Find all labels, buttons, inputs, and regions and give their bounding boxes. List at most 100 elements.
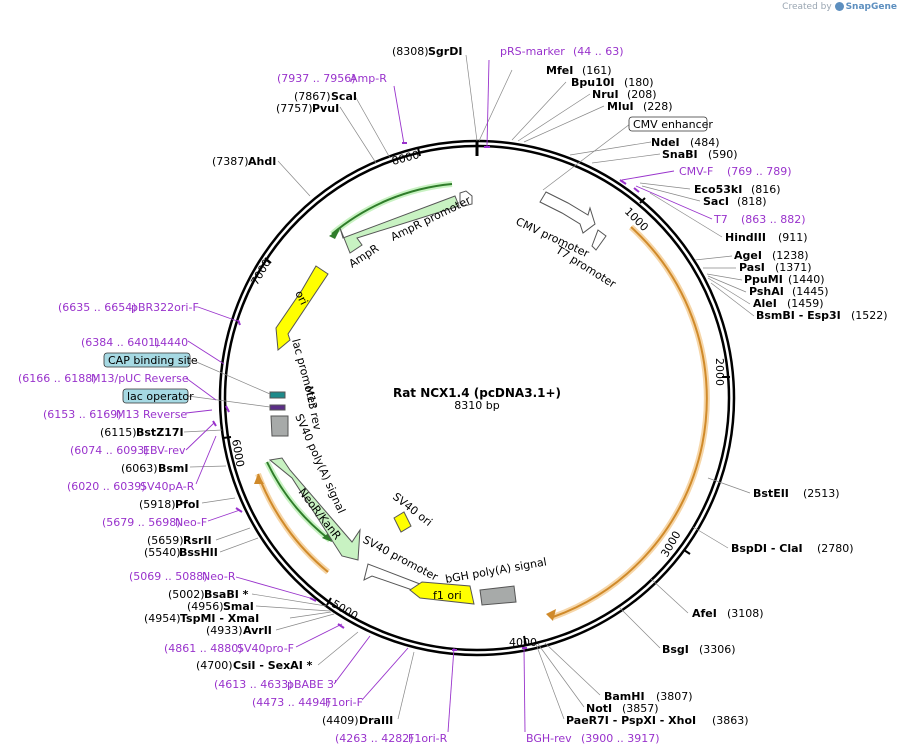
primer-name-pbabe3: pBABE 3' [287, 678, 337, 691]
leader-bgh-rev [523, 647, 526, 733]
leader-f1ori-f [361, 647, 409, 701]
enzyme-name-agei: AgeI [734, 249, 762, 262]
primer-range-l4440: (6384 .. 6401) [81, 336, 160, 349]
lac-operator-feature [269, 404, 286, 411]
enzyme-name-mlui: MluI [607, 100, 634, 113]
leader-noti [537, 643, 585, 708]
enzyme-name-sgrdi: SgrDI [428, 45, 462, 58]
enzyme-pos-bsteii: (2513) [803, 487, 840, 500]
enzyme-name-ahdi: AhdI [248, 155, 276, 168]
enzyme-name-pshai: PshAI [749, 285, 784, 298]
leader-bamhi [544, 642, 601, 696]
enzyme-pos-draiii: (4409) [322, 714, 359, 727]
leader-ahdi [277, 160, 311, 197]
leader-avrii [275, 613, 335, 631]
enzyme-name-xhoi: PaeR7I - PspXI - XhoI [566, 714, 696, 727]
cap-binding-site-box [103, 352, 191, 368]
plasmid-size: 8310 bp [454, 399, 499, 412]
primer-name-amp-r: Amp-R [350, 72, 387, 85]
enzyme-pos-ahdi: (7387) [212, 155, 249, 168]
enzyme-name-nrui: NruI [592, 88, 619, 101]
primer-mark-ebv-rev [212, 420, 217, 427]
enzyme-name-bamhi: BamHI [604, 690, 645, 703]
primer-range-m13puc-reverse: (6166 .. 6188) [18, 372, 97, 385]
enzyme-pos-pvui: (7757) [276, 102, 313, 115]
leader-bsshii [219, 537, 259, 553]
snapgene-credit: Created by SnapGene [782, 2, 897, 12]
enzyme-pos-avrii: (4933) [206, 624, 243, 637]
orf-arc-ampr-arrowhead [329, 229, 340, 239]
enzyme-name-hindiii: HindIII [725, 231, 766, 244]
primer-marks [212, 142, 640, 651]
f1-ori-feature [409, 581, 475, 605]
enzyme-pos-bsmi: (6063) [121, 462, 158, 475]
primer-name-f1ori-r: F1ori-R [408, 732, 448, 745]
feature-label-ori: ori [292, 288, 310, 307]
enzyme-name-pfoi: PfoI [175, 498, 200, 511]
primer-mark-neo-f [235, 507, 243, 513]
enzyme-pos-noti: (3857) [622, 702, 659, 715]
leader-sv40pro-f [295, 623, 343, 648]
primer-name-t7: T7 [713, 213, 728, 226]
leader-snabi [591, 153, 661, 164]
enzyme-pos-pfoi: (5918) [139, 498, 176, 511]
primer-range-sv40pa-r: (6020 .. 6039) [67, 480, 146, 493]
leader-csii [317, 631, 359, 666]
primer-range-f1ori-f: (4473 .. 4494) [252, 696, 331, 709]
enzyme-name-ppumi: PpuMI [744, 273, 783, 286]
enzyme-name-saci: SacI [703, 195, 729, 208]
feature-label-bgh-polya: bGH poly(A) signal [444, 555, 547, 586]
tick-mark-7000 [264, 257, 272, 264]
primer-range-neo-f: (5679 .. 5698) [102, 516, 181, 529]
enzyme-pos-agei: (1238) [772, 249, 809, 262]
ampr-feature [339, 195, 460, 254]
primer-name-cmv-f: CMV-F [679, 165, 713, 178]
leader-alei [707, 277, 751, 305]
primer-range-prs-marker: (44 .. 63) [573, 45, 624, 58]
enzyme-pos-alei: (1459) [787, 297, 824, 310]
plasmid-name: Rat NCX1.4 (pcDNA3.1+) [393, 386, 561, 400]
leader-t7 [635, 185, 713, 220]
tick-label-8000: 8000 [390, 148, 420, 168]
enzyme-name-bsmbi: BsmBI - Esp3I [756, 309, 841, 322]
primer-range-sv40pro-f: (4861 .. 4880) [164, 642, 243, 655]
leader-lines [183, 54, 755, 720]
enzyme-pos-bsmbi: (1522) [851, 309, 888, 322]
leader-xhoi [535, 643, 565, 720]
boxed-labels: CMV enhancer CAP binding site lac operat… [103, 116, 713, 404]
enzyme-name-bstz17i: BstZ17I [136, 426, 184, 439]
leader-cmv-enhancer [542, 123, 631, 191]
orf-arc-neor [266, 461, 331, 541]
lac-operator-box [122, 388, 189, 404]
sv40-polya-feature [270, 415, 289, 437]
leader-bstz17i [183, 429, 223, 433]
credit-brand: SnapGene [845, 2, 897, 12]
enzyme-pos-smai: (4956) [187, 600, 224, 613]
leader-saci [641, 185, 701, 202]
primer-name-ebv-rev: EBV-rev [143, 444, 186, 457]
leader-afei [650, 578, 689, 614]
enzyme-pos-sgrdi: (8308) [392, 45, 429, 58]
primer-name-neo-f: Neo-F [175, 516, 207, 529]
leader-bspdi [692, 526, 729, 549]
primer-name-l4440: L4440 [154, 336, 188, 349]
cap-binding-site-label: CAP binding site [108, 354, 198, 367]
leader-neo-f [207, 509, 241, 522]
enzyme-pos-bsabi: (5002) [168, 588, 205, 601]
primer-leader-lines [185, 59, 713, 733]
leader-amp-r [393, 85, 405, 145]
enzyme-name-bsteii: BstEII [753, 487, 789, 500]
enzyme-name-alei: AleI [753, 297, 777, 310]
primer-range-pbabe3: (4613 .. 4633) [214, 678, 293, 691]
enzyme-pos-bsgi: (3306) [699, 643, 736, 656]
tick-mark-1000 [639, 197, 646, 204]
primer-name-m13puc-reverse: M13/pUC Reverse [91, 372, 189, 385]
leader-eco53ki [639, 182, 691, 190]
leader-neo-r [235, 576, 311, 599]
enzyme-name-bsshii: BssHII [179, 546, 218, 559]
enzyme-pos-pasi: (1371) [775, 261, 812, 274]
leader-ebv-rev [185, 422, 215, 451]
leader-pbr322ori-f [197, 306, 241, 323]
primer-name-sv40pa-r: SV40pA-R [140, 480, 195, 493]
